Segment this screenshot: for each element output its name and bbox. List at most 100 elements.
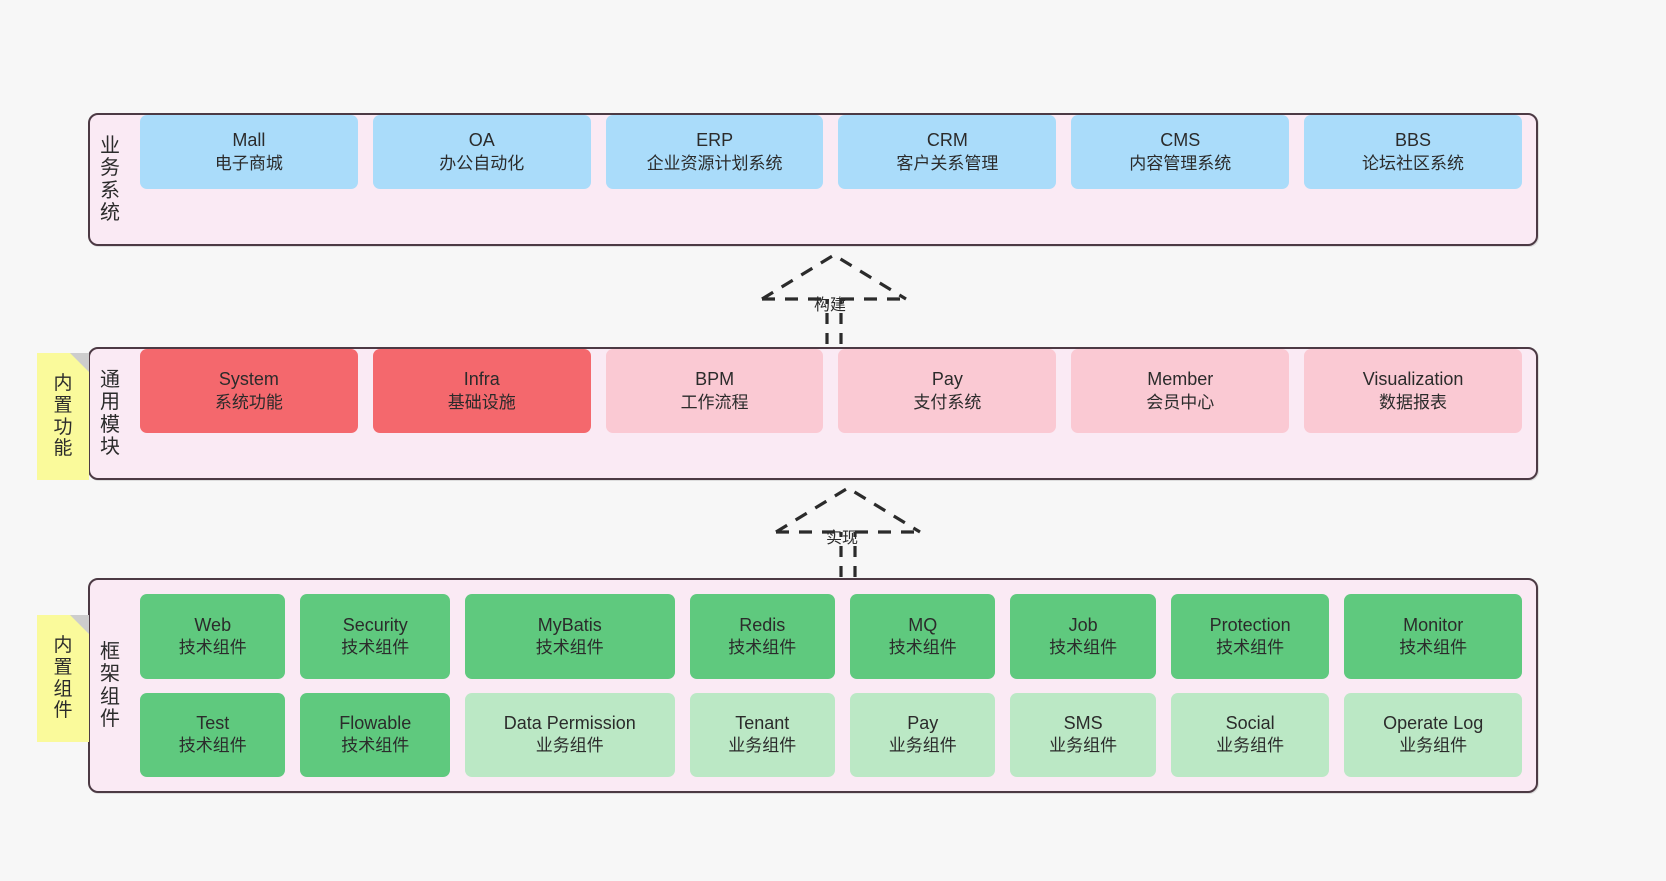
- node-title: Pay: [931, 369, 963, 390]
- node-subtitle: 数据报表: [1379, 392, 1448, 412]
- node-title: ERP: [696, 130, 734, 151]
- node-job[interactable]: Job 技术组件: [1010, 594, 1156, 679]
- layer-business-systems: 业 务 系 统 Mall 电子商城 OA 办公自动化 ERP 企业资源计划系统 …: [88, 113, 1538, 246]
- framework-column: Job 技术组件 SMS 业务组件: [1010, 580, 1156, 791]
- node-bbs[interactable]: BBS 论坛社区系统: [1304, 115, 1522, 189]
- node-test[interactable]: Test 技术组件: [140, 692, 286, 777]
- node-system[interactable]: System 系统功能: [140, 349, 358, 433]
- node-subtitle: 客户关系管理: [896, 153, 999, 173]
- layer-framework-components: 框 架 组 件 Web 技术组件 Test 技术组件 Security 技术组件: [88, 578, 1538, 793]
- framework-node-grid: Web 技术组件 Test 技术组件 Security 技术组件 Flowabl…: [130, 580, 1536, 791]
- note-char: 内: [53, 635, 73, 657]
- business-node-row: Mall 电子商城 OA 办公自动化 ERP 企业资源计划系统 CRM 客户关系…: [130, 115, 1536, 244]
- node-social[interactable]: Social 业务组件: [1170, 692, 1330, 777]
- layer-title-common: 通 用 模 块: [90, 369, 130, 459]
- node-subtitle: 技术组件: [1049, 637, 1118, 657]
- node-title: SMS: [1063, 713, 1103, 733]
- node-subtitle: 基础设施: [447, 392, 516, 412]
- node-title: Redis: [739, 614, 786, 635]
- node-subtitle: 内容管理系统: [1129, 153, 1232, 173]
- node-cms[interactable]: CMS 内容管理系统: [1071, 115, 1290, 189]
- note-char: 内: [53, 373, 73, 395]
- layer-title-char: 模: [100, 413, 120, 436]
- node-subtitle: 技术组件: [535, 637, 604, 657]
- node-title: Flowable: [339, 713, 412, 733]
- node-subtitle: 技术组件: [178, 637, 247, 657]
- layer-title-char: 用: [100, 391, 120, 414]
- node-subtitle: 论坛社区系统: [1362, 153, 1465, 173]
- node-title: Member: [1147, 369, 1214, 390]
- arrow-label-build: 构建: [814, 297, 847, 314]
- node-subtitle: 技术组件: [888, 637, 957, 657]
- node-subtitle: 企业资源计划系统: [646, 153, 783, 173]
- node-crm[interactable]: CRM 客户关系管理: [838, 115, 1057, 189]
- node-protection[interactable]: Protection 技术组件: [1170, 594, 1330, 679]
- node-title: Operate Log: [1383, 713, 1484, 733]
- node-tenant[interactable]: Tenant 业务组件: [689, 692, 835, 777]
- node-title: BPM: [695, 369, 735, 390]
- layer-title-char: 务: [100, 157, 120, 180]
- node-pay-business[interactable]: Pay 业务组件: [849, 692, 996, 777]
- note-char: 功: [53, 416, 73, 438]
- node-mall[interactable]: Mall 电子商城: [140, 115, 358, 189]
- node-visualization[interactable]: Visualization 数据报表: [1304, 349, 1522, 433]
- node-subtitle: 工作流程: [680, 392, 749, 412]
- arrow-implement: [775, 486, 921, 577]
- node-security[interactable]: Security 技术组件: [300, 594, 450, 679]
- layer-common-modules: 通 用 模 块 System 系统功能 Infra 基础设施 BPM 工作流程 …: [88, 347, 1538, 480]
- framework-column: Web 技术组件 Test 技术组件: [140, 580, 286, 791]
- node-subtitle: 业务组件: [1216, 736, 1285, 756]
- layer-title-char: 业: [100, 134, 120, 157]
- framework-column: MQ 技术组件 Pay 业务组件: [849, 580, 996, 791]
- node-subtitle: 电子商城: [214, 153, 283, 173]
- node-redis[interactable]: Redis 技术组件: [689, 594, 835, 679]
- note-char: 置: [53, 656, 73, 678]
- node-title: Social: [1225, 713, 1275, 733]
- node-title: Infra: [463, 369, 500, 390]
- node-title: MyBatis: [537, 614, 602, 635]
- node-subtitle: 业务组件: [1399, 736, 1468, 756]
- node-title: Visualization: [1362, 369, 1464, 390]
- framework-column: MyBatis 技术组件 Data Permission 业务组件: [464, 580, 675, 791]
- node-subtitle: 技术组件: [728, 637, 797, 657]
- node-title: Monitor: [1403, 614, 1464, 635]
- note-char: 置: [53, 394, 73, 416]
- node-subtitle: 业务组件: [535, 736, 604, 756]
- node-flowable[interactable]: Flowable 技术组件: [300, 692, 450, 777]
- node-monitor[interactable]: Monitor 技术组件: [1344, 594, 1522, 679]
- node-subtitle: 支付系统: [913, 392, 982, 412]
- node-member[interactable]: Member 会员中心: [1071, 349, 1290, 433]
- node-subtitle: 业务组件: [1049, 736, 1118, 756]
- node-bpm[interactable]: BPM 工作流程: [605, 349, 824, 433]
- node-title: Tenant: [735, 713, 790, 733]
- node-mybatis[interactable]: MyBatis 技术组件: [464, 594, 675, 679]
- node-mq[interactable]: MQ 技术组件: [849, 594, 996, 679]
- node-title: MQ: [908, 614, 938, 635]
- node-subtitle: 业务组件: [728, 736, 797, 756]
- node-subtitle: 业务组件: [888, 736, 957, 756]
- node-erp[interactable]: ERP 企业资源计划系统: [605, 115, 824, 189]
- sticky-note-builtin-components: 内 置 组 件: [37, 615, 89, 742]
- node-oa[interactable]: OA 办公自动化: [372, 115, 591, 189]
- node-subtitle: 技术组件: [1216, 637, 1285, 657]
- common-node-row: System 系统功能 Infra 基础设施 BPM 工作流程 Pay 支付系统…: [130, 349, 1536, 478]
- node-title: Job: [1068, 614, 1098, 635]
- node-web[interactable]: Web 技术组件: [140, 594, 286, 679]
- node-pay[interactable]: Pay 支付系统: [838, 349, 1057, 433]
- node-title: System: [218, 369, 279, 390]
- node-infra[interactable]: Infra 基础设施: [372, 349, 591, 433]
- layer-title-char: 组: [100, 685, 120, 708]
- node-sms[interactable]: SMS 业务组件: [1010, 692, 1156, 777]
- node-data-permission[interactable]: Data Permission 业务组件: [464, 692, 675, 777]
- node-title: Security: [342, 614, 408, 635]
- note-char: 件: [53, 700, 73, 722]
- node-title: Test: [196, 713, 230, 733]
- layer-title-business: 业 务 系 统: [90, 135, 130, 225]
- node-title: Protection: [1209, 614, 1291, 635]
- node-subtitle: 技术组件: [178, 736, 247, 756]
- note-char: 能: [53, 438, 73, 460]
- arrow-build: [761, 253, 907, 344]
- node-operate-log[interactable]: Operate Log 业务组件: [1344, 692, 1522, 777]
- layer-title-char: 块: [100, 435, 120, 458]
